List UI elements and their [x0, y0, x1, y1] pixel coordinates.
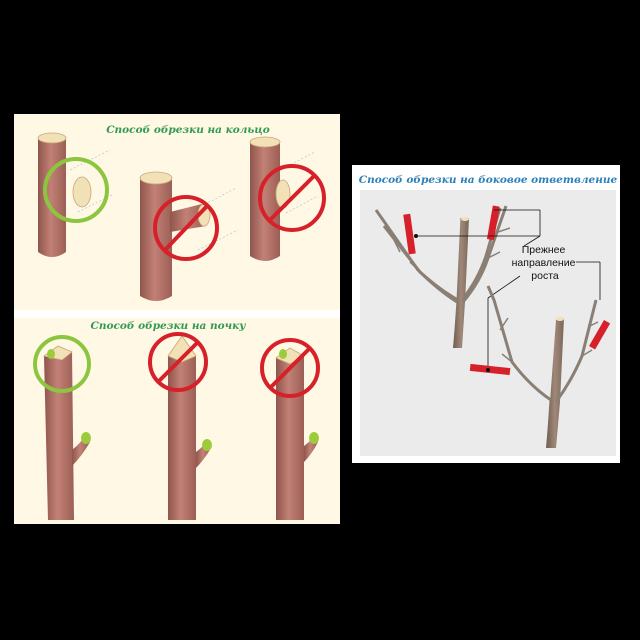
leader-cut-face: [556, 317, 564, 321]
ring-cut-title: Способ обрезки на кольцо: [106, 124, 270, 136]
green-circle-icon: [33, 335, 91, 393]
cut-face: [139, 171, 173, 185]
twigs: [393, 227, 511, 273]
pruning-shears-icon: [589, 320, 611, 350]
cut-face: [249, 136, 281, 148]
branch-cut-face: [72, 176, 92, 208]
side-branch-title: Способ обрезки на боковое ответвление: [359, 174, 618, 186]
annotation-pointer: [487, 275, 521, 299]
green-circle-icon: [43, 157, 109, 223]
annotation-dot: [414, 234, 418, 238]
no-entry-icon: [260, 338, 320, 398]
twigs: [499, 317, 599, 363]
pruning-shears-icon: [469, 363, 511, 376]
branch-stub: [170, 204, 206, 232]
leader-trunk: [453, 218, 469, 348]
bud-stem-wrong-close: [260, 338, 320, 520]
ring-trunk-wrong-deep: [249, 136, 326, 261]
top-bud: [279, 349, 287, 359]
ring-trunk-correct: [37, 132, 109, 257]
trunk: [38, 138, 66, 257]
no-entry-slash: [268, 346, 312, 390]
previous-growth-direction-label: Прежнее направление роста: [512, 244, 579, 282]
cut-guide-lines: [69, 149, 319, 251]
side-bud: [309, 432, 319, 444]
ring-trunk-wrong-stub: [139, 171, 219, 301]
bud-cut-title: Способ обрезки на почку: [91, 320, 247, 332]
cut-face: [37, 132, 67, 144]
right-branch: [554, 299, 598, 403]
stem: [168, 336, 196, 520]
no-entry-icon: [258, 164, 326, 232]
trunk: [250, 142, 280, 261]
stem: [44, 346, 74, 520]
side-branch-section: Способ обрезки на боковое ответвление Пр…: [352, 165, 620, 463]
annotation-pointer: [523, 235, 541, 247]
leader-trunk: [546, 318, 564, 448]
no-entry-slash: [267, 173, 317, 223]
top-bud: [47, 349, 55, 359]
leader-cut-face: [461, 217, 469, 221]
side-bud: [81, 432, 91, 444]
stem: [276, 348, 304, 520]
left-branch: [486, 285, 553, 447]
no-entry-icon: [148, 332, 208, 392]
no-entry-icon: [153, 195, 219, 261]
ring-cut-section: Способ обрезки на кольцо: [37, 124, 326, 301]
section-divider: [14, 310, 340, 318]
tree-after: [414, 234, 611, 448]
tree-before: [374, 205, 541, 348]
bud-cut-section: Способ обрезки на почку: [33, 320, 320, 520]
side-bud: [202, 439, 212, 451]
right-branch: [461, 205, 508, 303]
pruning-shears-icon: [486, 205, 500, 241]
bud-stem-wrong-angle: [148, 332, 212, 520]
pruning-shears-icon: [403, 213, 416, 255]
no-entry-slash: [156, 340, 200, 384]
no-entry-slash: [162, 203, 210, 253]
bud-stem-correct: [33, 335, 91, 520]
annotation-dot: [486, 368, 490, 372]
